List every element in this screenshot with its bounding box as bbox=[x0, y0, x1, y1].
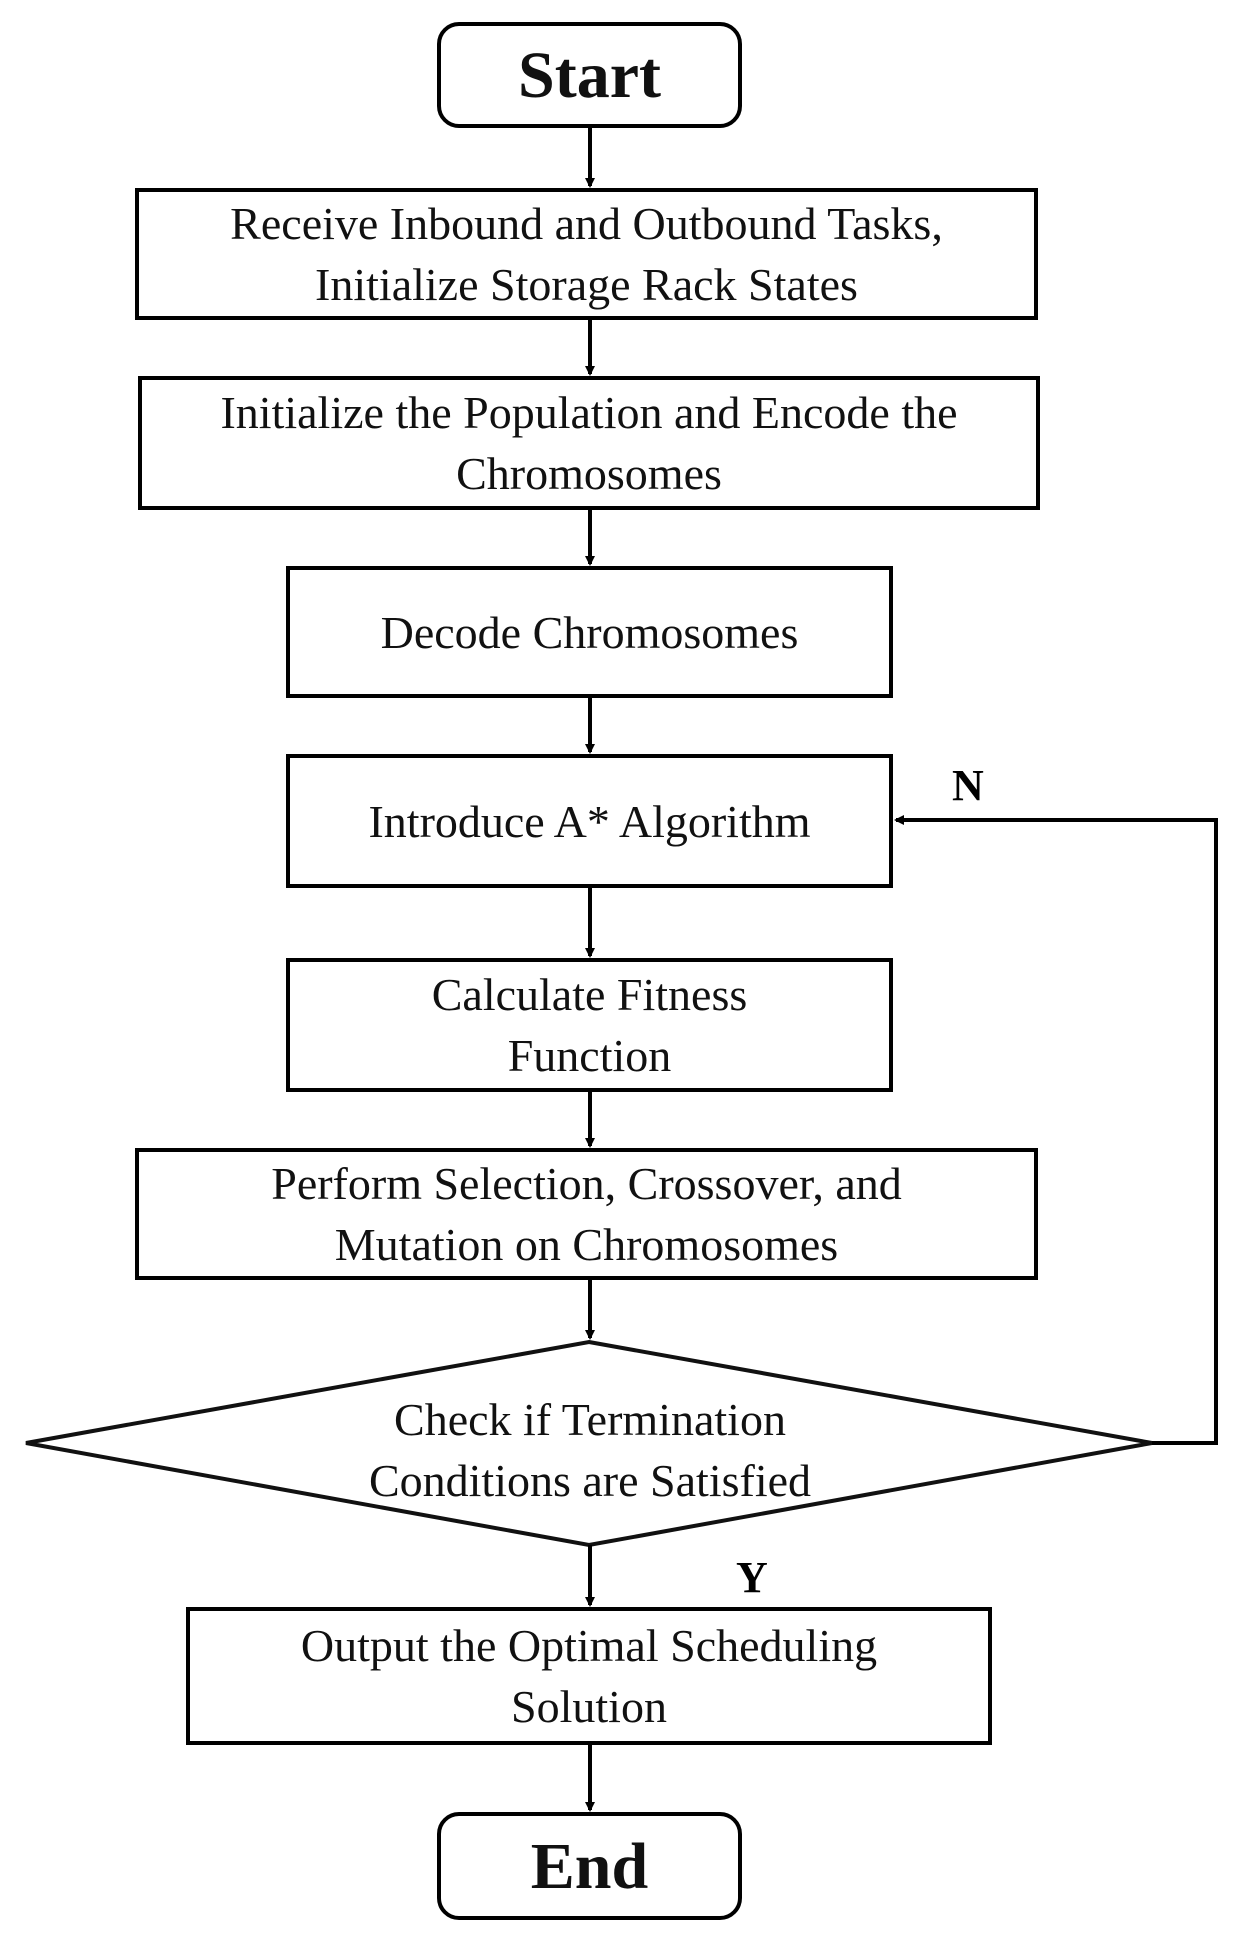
branch-label-yes: Y bbox=[736, 1553, 768, 1602]
step-output-solution-label: Output the Optimal Scheduling Solution bbox=[300, 1620, 878, 1732]
step-initialize-population-label: Initialize the Population and Encode the… bbox=[220, 387, 958, 499]
step-genetic-operators-label: Perform Selection, Crossover, and Mutati… bbox=[271, 1158, 902, 1270]
end-node: End bbox=[437, 1812, 742, 1920]
step-initialize-population: Initialize the Population and Encode the… bbox=[138, 376, 1040, 510]
arrow-decision-no-loop bbox=[894, 815, 1218, 1445]
decision-label: Check if Termination Conditions are Sati… bbox=[368, 1394, 812, 1506]
start-label: Start bbox=[518, 38, 661, 112]
step-introduce-astar: Introduce A* Algorithm bbox=[286, 754, 893, 888]
end-label: End bbox=[530, 1829, 649, 1903]
step-decode-chromosomes-label: Decode Chromosomes bbox=[380, 606, 799, 658]
step-output-solution: Output the Optimal Scheduling Solution bbox=[186, 1607, 992, 1745]
step-receive-tasks: Receive Inbound and Outbound Tasks, Init… bbox=[135, 188, 1038, 320]
step-genetic-operators: Perform Selection, Crossover, and Mutati… bbox=[135, 1148, 1038, 1280]
step-introduce-astar-label: Introduce A* Algorithm bbox=[368, 795, 811, 847]
step-calculate-fitness: Calculate Fitness Function bbox=[286, 958, 893, 1092]
step-receive-tasks-label: Receive Inbound and Outbound Tasks, Init… bbox=[230, 198, 943, 310]
step-decode-chromosomes: Decode Chromosomes bbox=[286, 566, 893, 698]
branch-label-no: N bbox=[952, 761, 984, 810]
start-node: Start bbox=[437, 22, 742, 128]
step-calculate-fitness-label: Calculate Fitness Function bbox=[431, 969, 748, 1081]
